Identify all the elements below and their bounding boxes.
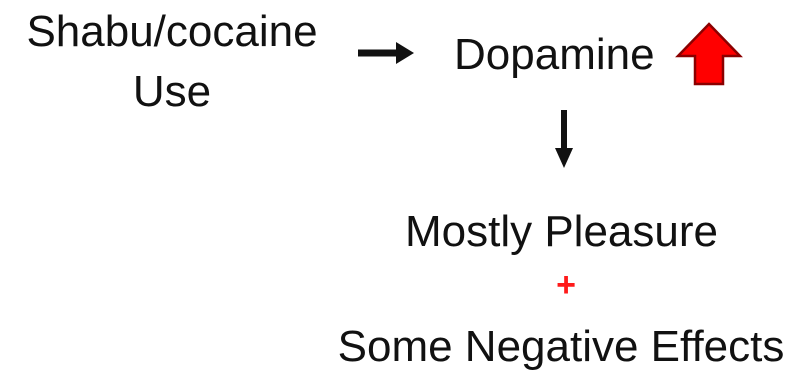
result-secondary-label: Some Negative Effects — [337, 322, 785, 371]
plus-sign: + — [556, 266, 576, 304]
arrow-up-icon — [675, 22, 743, 86]
arrow-right-icon — [358, 42, 414, 64]
source-label-line1: Shabu/cocaine — [26, 7, 318, 56]
dopamine-label: Dopamine — [454, 30, 655, 79]
source-label-line2: Use — [132, 67, 212, 116]
result-primary-label: Mostly Pleasure — [404, 207, 718, 256]
arrow-down-icon — [555, 110, 573, 168]
